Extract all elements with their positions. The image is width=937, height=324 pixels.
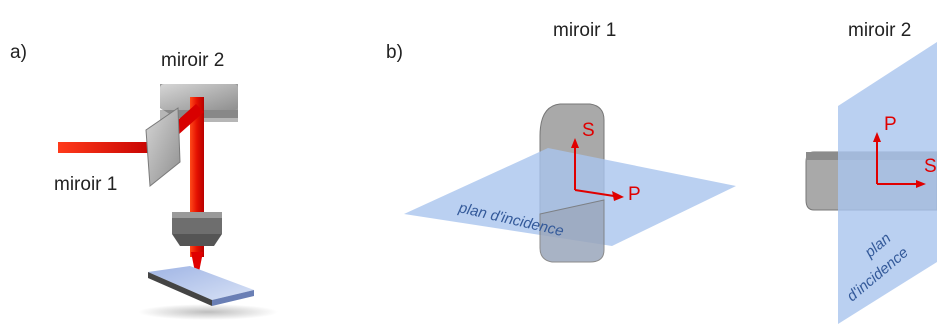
p-arrowhead-2 — [873, 132, 881, 142]
mirror-2-p-label: P — [884, 114, 897, 135]
incoming-beam — [58, 142, 156, 153]
objective-lens — [172, 212, 222, 246]
s-arrowhead-2 — [916, 180, 926, 188]
mirror-2-s-label: S — [924, 156, 937, 177]
p-arrowhead-1 — [612, 191, 624, 201]
mirror-1-diagram: miroir 1 S P plan d'incidence — [404, 20, 736, 263]
mirror-1-label: miroir 1 — [54, 174, 117, 195]
panel-a: a) miroir 2 — [10, 42, 278, 320]
sample-plate — [138, 266, 278, 320]
mirror-1-axes — [574, 146, 615, 197]
mirror-1-p-label: P — [628, 184, 641, 205]
panel-a-tag: a) — [10, 42, 27, 63]
s-arrowhead-1 — [571, 138, 579, 148]
mirror-1-lower — [539, 199, 605, 263]
mirror-2-axes — [876, 140, 918, 185]
mirror-1-title: miroir 1 — [553, 20, 616, 41]
panel-b-tag: b) — [386, 42, 403, 63]
mirror-2-title: miroir 2 — [848, 20, 911, 41]
panel-b: b) miroir 1 S P plan d'incidence miroir … — [386, 20, 937, 324]
beam-arrow — [191, 252, 203, 282]
mirror-2-diagram: miroir 2 P S plan d'incidence — [805, 20, 937, 324]
plane-of-incidence-1 — [404, 148, 736, 246]
mirror-1-s-label: S — [582, 120, 595, 141]
mirror-2-label: miroir 2 — [161, 50, 224, 71]
mirror-1-plate — [145, 107, 181, 187]
